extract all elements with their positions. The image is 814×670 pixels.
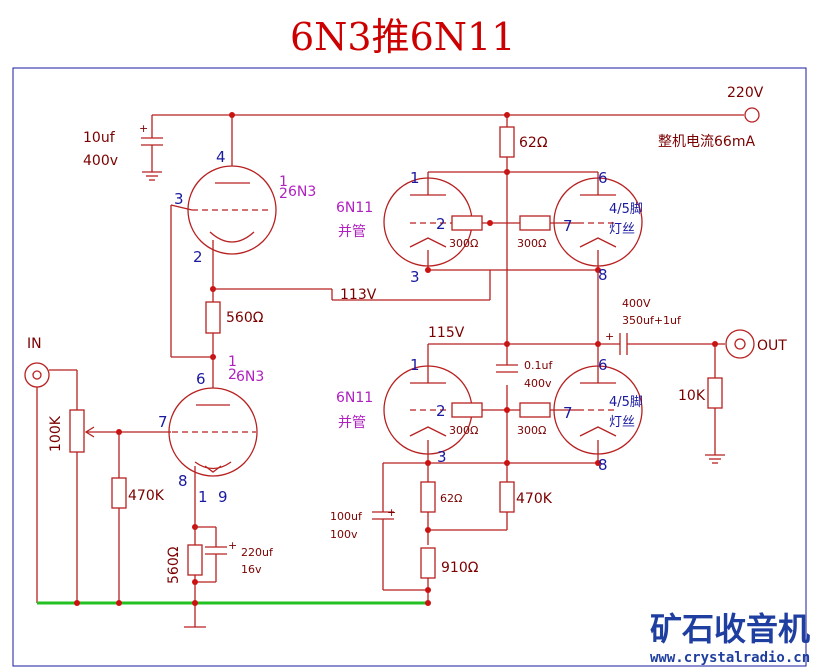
tube-6n3-upper	[170, 115, 277, 357]
input-label: IN	[27, 336, 42, 352]
input-jack	[24, 362, 171, 603]
cap-10uf-voltage: 400v	[83, 153, 118, 169]
diagram-frame	[12, 67, 807, 667]
pin-2: 2	[193, 248, 203, 266]
svg-text:+: +	[387, 506, 396, 519]
lower-bias-network: +	[372, 463, 515, 603]
pin-6: 6	[196, 370, 206, 388]
watermark-logo: 矿石收音机	[650, 610, 810, 648]
svg-text:+: +	[605, 330, 614, 343]
supply-voltage-label: 220V	[727, 85, 764, 101]
pin-9: 9	[218, 488, 228, 506]
tube-6n3-upper-label: 6N3	[288, 184, 316, 200]
cap-220uf-voltage: 16v	[241, 563, 262, 576]
filament-lower-label: 灯丝	[609, 415, 635, 430]
cathode-network-6n3: +	[184, 524, 237, 628]
cap-0-1uf-voltage: 400v	[524, 377, 552, 390]
pin-7: 7	[158, 413, 168, 431]
cap-10uf-label: 10uf	[83, 130, 116, 146]
top-supply-rail	[152, 107, 760, 123]
cap-out-voltage: 400V	[622, 297, 651, 310]
parallel-upper-label: 并管	[338, 224, 366, 240]
voltage-113v-label: 113V	[340, 287, 377, 303]
pin-b6: 6	[598, 356, 608, 374]
total-current-label: 整机电流66mA	[658, 134, 755, 150]
filament-upper-label: 灯丝	[609, 222, 635, 237]
svg-text:+: +	[139, 122, 148, 135]
resistor-560-top	[205, 286, 490, 360]
pin-b2: 2	[436, 402, 446, 420]
cap-220uf-label: 220uf	[241, 546, 274, 559]
pin-b3: 3	[437, 448, 447, 466]
res-470k-left-label: 470K	[128, 488, 165, 504]
svg-text:+: +	[228, 539, 237, 552]
pin-a7: 7	[563, 217, 573, 235]
pin-a3: 3	[410, 268, 420, 286]
tube-6n11-lower	[383, 344, 643, 466]
pin-1: 1	[198, 488, 208, 506]
cap-10uf: +	[139, 115, 163, 181]
half-num-bot: 1	[228, 354, 237, 370]
output-label: OUT	[757, 338, 787, 354]
ground-bus	[37, 600, 431, 606]
filament-upper-pin: 4/5脚	[609, 201, 643, 217]
cap-100uf-voltage: 100v	[330, 528, 358, 541]
voltage-115v-label: 115V	[428, 325, 465, 341]
pin-b1: 1	[410, 356, 420, 374]
power-rail-wiring	[428, 115, 620, 463]
tube-6n11-lower-label: 6N11	[336, 390, 373, 406]
half-num-top: 1	[279, 174, 288, 190]
cap-0-1uf-label: 0.1uf	[524, 359, 553, 372]
page-title: 6N3推6N11	[290, 15, 515, 59]
watermark-url: www.crystalradio.cn	[650, 650, 810, 666]
filament-lower-pin: 4/5脚	[609, 394, 643, 410]
pin-a2: 2	[436, 215, 446, 233]
res-300-b1-label: 300Ω	[449, 424, 478, 437]
tube-6n3-lower-label: 6N3	[236, 369, 264, 385]
cap-100uf-label: 100uf	[330, 510, 363, 523]
pin-a8: 8	[598, 266, 608, 284]
tube-6n3-lower	[168, 356, 258, 527]
parallel-lower-label: 并管	[338, 415, 366, 431]
res-300-b2-label: 300Ω	[517, 424, 546, 437]
pin-b7: 7	[563, 404, 573, 422]
pin-a6: 6	[598, 169, 608, 187]
pot-100k-label: 100K	[48, 415, 64, 452]
res-470k-mid-label: 470K	[516, 491, 553, 507]
pin-3: 3	[174, 190, 184, 208]
cap-out-label: 350uf+1uf	[622, 314, 682, 327]
res-910-label: 910Ω	[441, 560, 479, 576]
pin-a1: 1	[410, 169, 420, 187]
half-den-top: 2	[279, 186, 288, 202]
half-den-bot: 2	[228, 367, 237, 383]
tube-6n11-upper	[383, 172, 643, 344]
pin-8: 8	[178, 472, 188, 490]
output-coupling: +	[605, 329, 755, 464]
res-62-top-label: 62Ω	[519, 135, 548, 151]
res-300-a1-label: 300Ω	[449, 237, 478, 250]
res-560-top-label: 560Ω	[226, 310, 264, 326]
res-10k-label: 10K	[678, 388, 706, 404]
res-560-bottom-label: 560Ω	[166, 546, 182, 584]
res-62-bottom-label: 62Ω	[440, 492, 462, 505]
tube-6n11-upper-label: 6N11	[336, 200, 373, 216]
pin-4: 4	[216, 148, 226, 166]
pin-b8: 8	[598, 456, 608, 474]
res-300-a2-label: 300Ω	[517, 237, 546, 250]
cap-0-1uf	[496, 364, 518, 373]
